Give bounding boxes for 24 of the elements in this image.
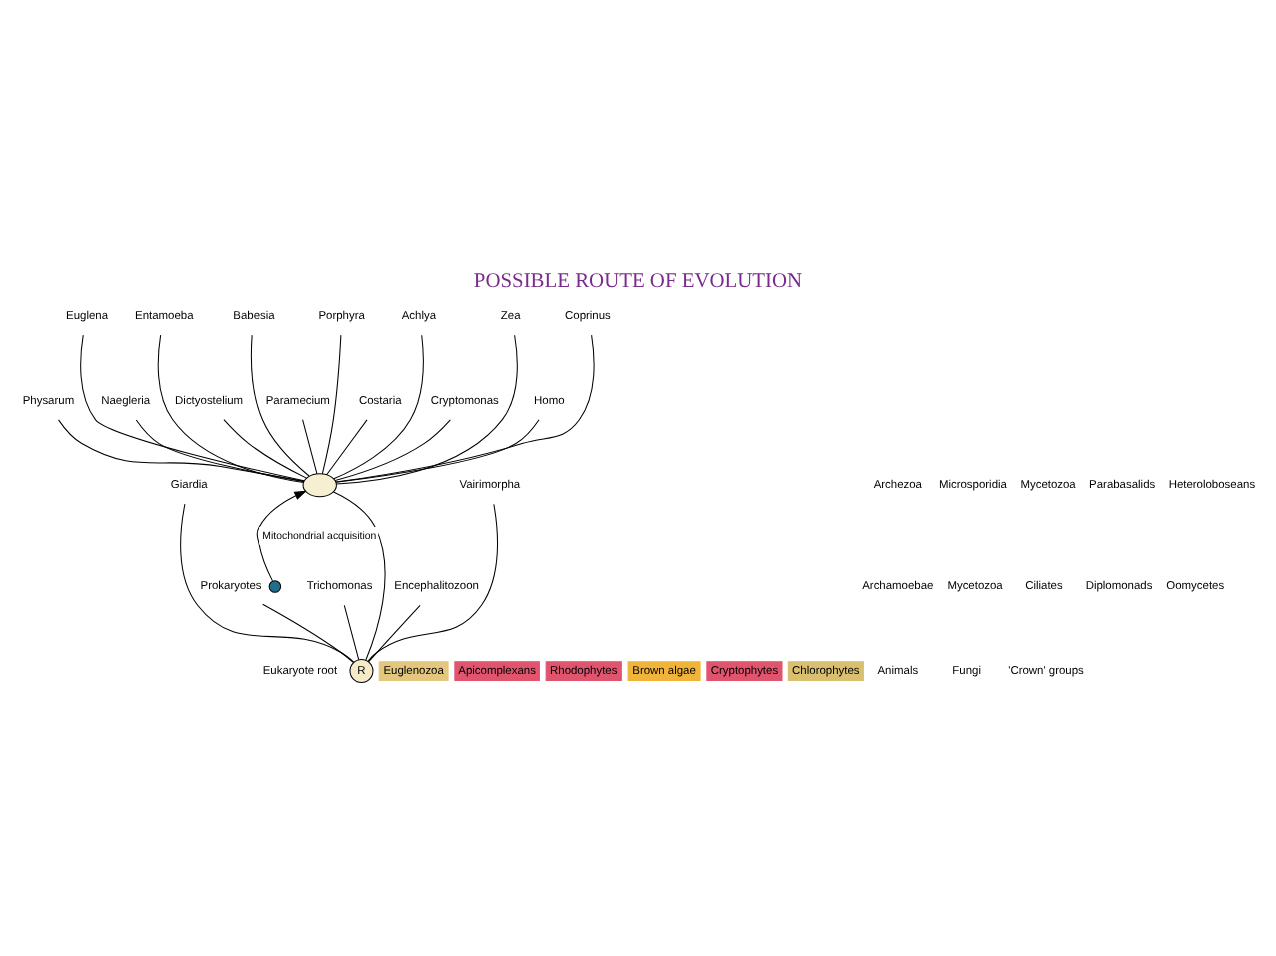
arrow xyxy=(256,490,307,582)
diagram-title: POSSIBLE ROUTE OF EVOLUTION xyxy=(473,271,803,294)
connector xyxy=(333,334,424,480)
connector xyxy=(157,334,305,483)
connector xyxy=(180,503,355,663)
connector xyxy=(58,419,305,482)
node-ellipse xyxy=(302,473,337,498)
connector xyxy=(343,604,360,661)
connector xyxy=(321,334,342,475)
connector xyxy=(302,419,318,475)
node-circle xyxy=(268,580,282,593)
connector xyxy=(135,419,305,483)
connector xyxy=(250,334,310,477)
connector xyxy=(335,334,595,483)
connector xyxy=(223,419,307,479)
connector xyxy=(334,419,451,481)
connector xyxy=(336,334,518,485)
connector xyxy=(335,419,540,483)
connector xyxy=(262,603,354,663)
connector xyxy=(368,604,421,663)
connector xyxy=(326,419,368,476)
connector xyxy=(80,334,305,482)
connector xyxy=(367,503,499,662)
connector xyxy=(333,491,386,661)
